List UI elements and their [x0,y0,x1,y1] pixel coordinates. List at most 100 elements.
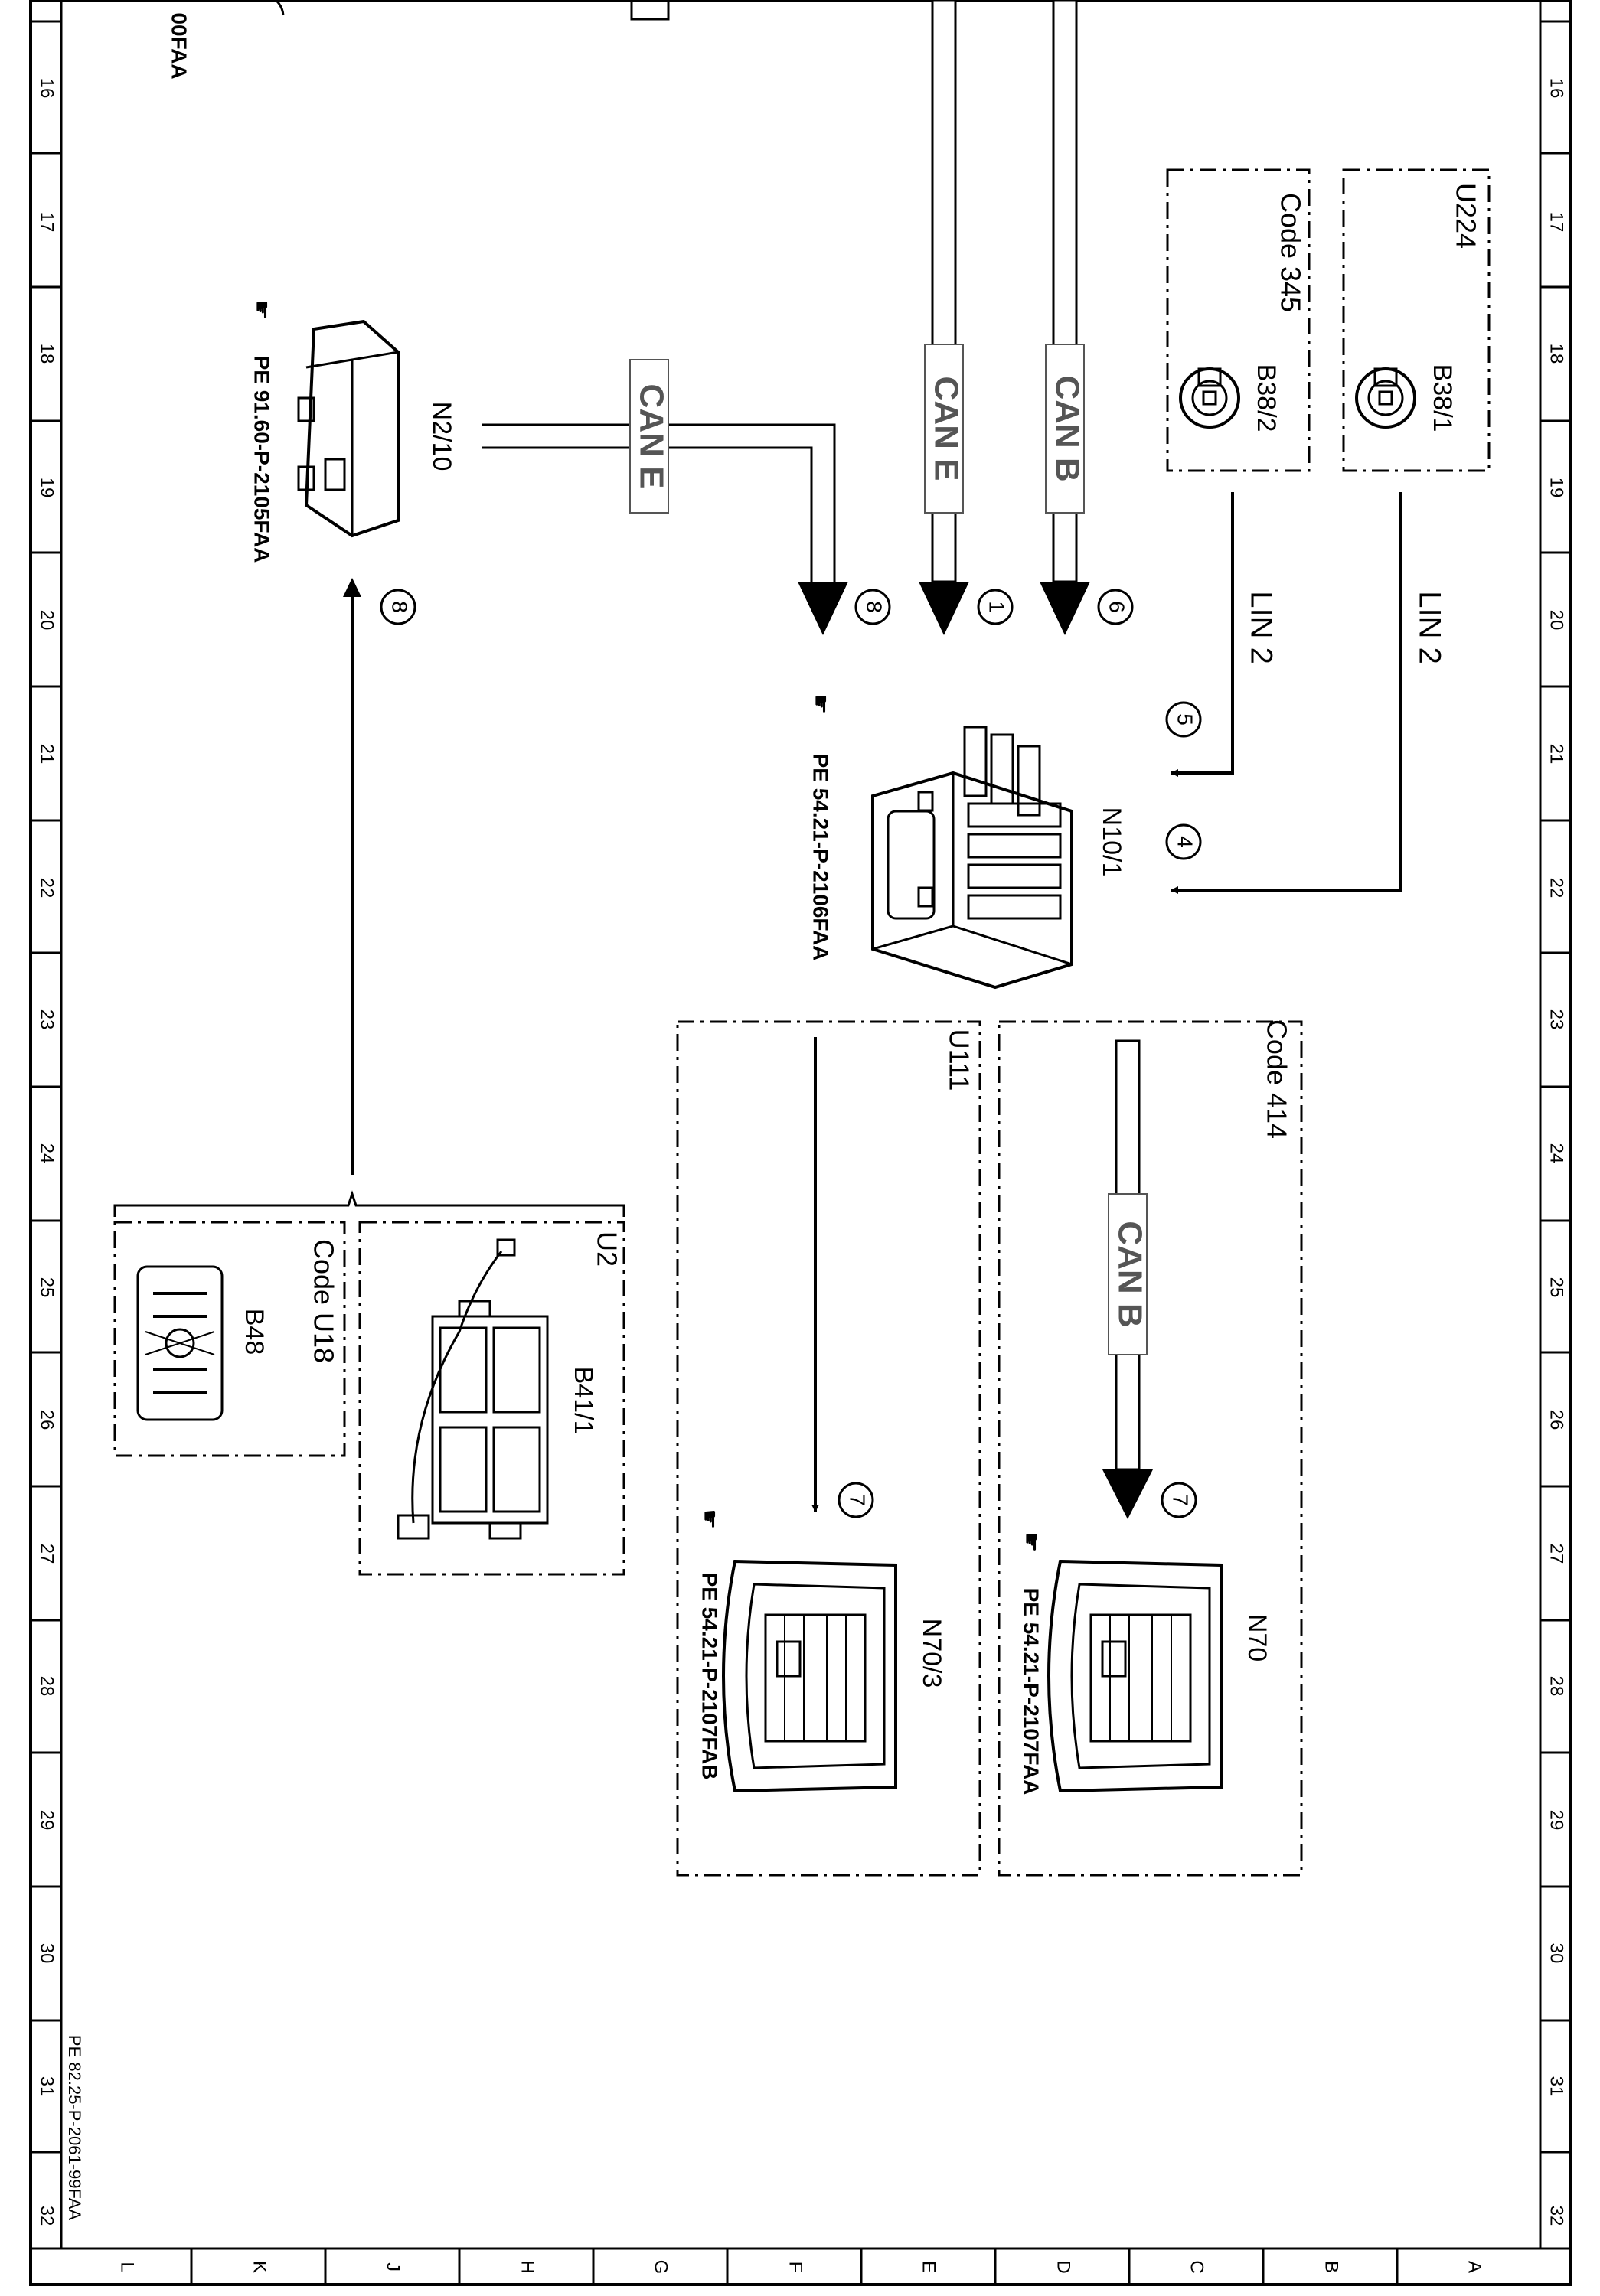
b38-1-label: B38/1 [1428,364,1457,432]
row-label: 28 [37,1676,57,1697]
overhead-control-panel-icon [1047,1559,1223,1793]
svg-text:7: 7 [846,1494,870,1506]
group-u2: U2 B41/1 [358,1221,625,1576]
row-label: 31 [1546,2076,1567,2097]
b41-1-label: B41/1 [569,1367,598,1435]
row-label: 20 [37,610,57,631]
group-label-code-414: Code 414 [1261,1019,1292,1139]
group-label-u224: U224 [1450,183,1481,249]
group-code-u18: Code U18 B48 [113,1221,346,1457]
row-label: 28 [1546,1676,1567,1697]
bus-label-can-b-2: CAN B [1111,1221,1148,1327]
row-label: 22 [37,878,57,899]
svg-text:8: 8 [388,601,412,613]
row-label: 21 [1546,744,1567,765]
bus-label-can-e-2: CAN E [632,384,670,489]
column-label: G [651,2260,671,2275]
column-label: L [117,2262,138,2272]
row-label: 24 [37,1143,57,1164]
row-label: 25 [1546,1277,1567,1298]
marker-8-n10-1: 8 [854,589,891,625]
column-label: H [518,2260,538,2273]
row-label: 30 [37,1943,57,1964]
row-label: 29 [37,1810,57,1831]
lin-2-link-b38-2: LIN 2 5 [1165,492,1278,777]
row-label: 19 [37,478,57,498]
reference-icon: ☛ [808,694,833,715]
row-label: 17 [1546,212,1567,233]
rain-light-sensor-icon [1355,367,1416,429]
sheet-reference: PE 82.25-P-2061-99FAA [65,2035,84,2220]
column-label: D [1053,2260,1074,2273]
row-label: 31 [37,2076,57,2097]
group-label-code-345: Code 345 [1275,193,1306,312]
marker-1-n10-1: 1 [977,589,1014,625]
row-label: 30 [1546,1943,1567,1964]
bus-label-lin-2: LIN 2 [1412,591,1446,664]
n10-1-label: N10/1 [1097,807,1126,877]
row-label: 27 [1546,1544,1567,1564]
svg-text:1: 1 [985,601,1009,613]
group-label-u2: U2 [591,1231,622,1267]
group-code-345: Code 345 B38/2 [1166,168,1311,472]
can-b-trunk: CAN B [1040,0,1090,635]
sam-control-unit-icon [871,726,1073,990]
row-label: 22 [1546,878,1567,899]
row-label: 19 [1546,478,1567,498]
row-label: 20 [1546,610,1567,631]
seat-occupancy-mat-icon [397,1238,549,1540]
top-cutoff-remnants: 00FAA [168,0,670,80]
row-label: 32 [1546,2206,1567,2226]
marker-6-n10-1: 6 [1097,589,1134,625]
row-label: 32 [37,2206,57,2226]
lin-2-link-b38-1: LIN 2 4 [1165,492,1446,894]
n70-reference: PE 54.21-P-2107FAA [1020,1588,1043,1795]
rain-light-sensor-icon [1179,367,1240,429]
group-label-u111: U111 [943,1029,975,1091]
column-label: F [785,2262,806,2273]
row-label: 27 [37,1544,57,1564]
svg-text:5: 5 [1174,713,1197,726]
row-label: 29 [1546,1810,1567,1831]
row-label: 17 [37,212,57,233]
row-numbers-left: 16 17 18 19 20 21 22 23 24 25 26 27 28 2… [37,78,57,2226]
partial-reference-text: 00FAA [168,12,191,79]
b48-label: B48 [240,1309,269,1355]
row-label: 26 [37,1410,57,1430]
group-u111: U111 7 N70/3 ☛ PE 54.21-P-2107FAB [676,1020,981,1877]
row-label: 26 [1546,1410,1567,1430]
svg-text:6: 6 [1105,601,1129,613]
can-e-link-n2-10: CAN E [482,359,848,635]
row-label: 23 [1546,1009,1567,1030]
column-label: K [250,2261,270,2273]
n10-1-module: N10/1 ☛ PE 54.21-P-2106FAA [808,694,1126,990]
reference-icon: ☛ [249,300,274,321]
reference-icon: ☛ [1018,1532,1043,1553]
reference-icon: ☛ [697,1509,722,1530]
weight-sensor-icon [136,1265,224,1421]
svg-text:7: 7 [1169,1494,1193,1506]
row-label: 18 [1546,344,1567,364]
row-label: 23 [37,1009,57,1030]
n2-10-label: N2/10 [427,402,456,471]
airbag-control-unit-icon [297,319,400,538]
column-label: B [1321,2261,1342,2273]
row-label: 25 [37,1277,57,1298]
bus-label-can-e: CAN E [927,377,965,481]
sensor-link-to-n2-10 [113,578,625,1217]
column-label: E [919,2261,939,2273]
bus-label-lin-2: LIN 2 [1244,591,1278,664]
column-label: C [1187,2260,1207,2273]
n70-3-label: N70/3 [917,1619,946,1688]
row-label: 16 [1546,78,1567,99]
n10-1-reference: PE 54.21-P-2106FAA [809,754,833,961]
overhead-control-panel-icon [722,1559,897,1793]
row-label: 21 [37,744,57,765]
group-label-code-u18: Code U18 [308,1239,339,1363]
can-e-trunk: CAN E [919,0,969,635]
group-code-414: Code 414 CAN B 7 N70 ☛ PE 54.21-P-2107FA… [998,1019,1303,1877]
n2-10-reference: PE 91.60-P-2105FAA [250,356,274,563]
group-u224: U224 B38/1 [1342,168,1491,472]
n2-10-module: N2/10 ☛ PE 91.60-P-2105FAA 8 [249,300,456,625]
